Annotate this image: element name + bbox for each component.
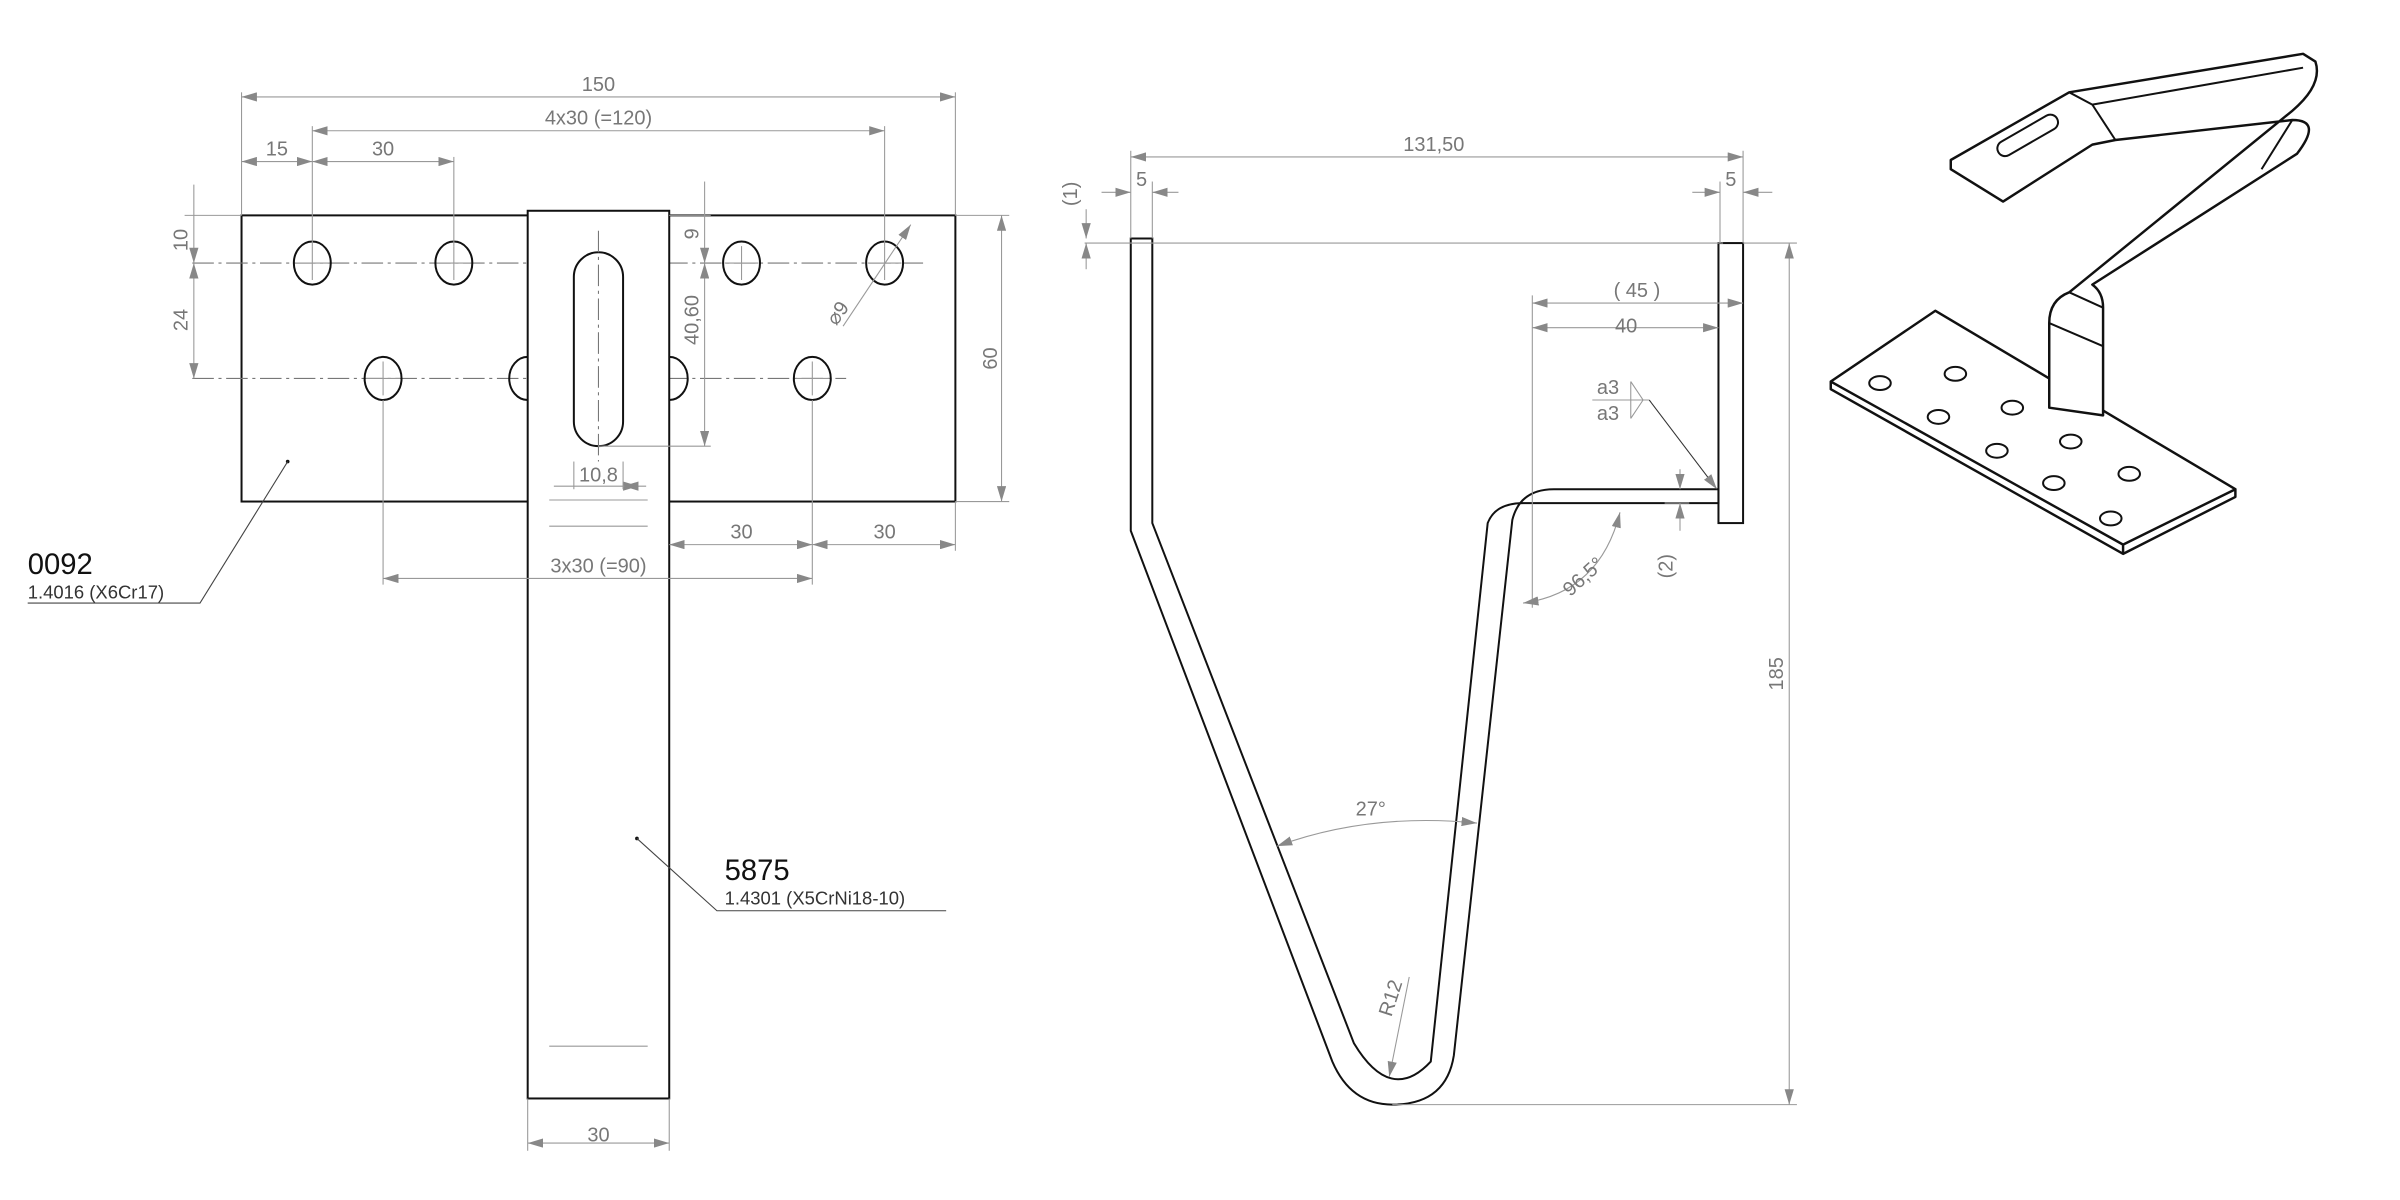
hook-profile	[1129, 237, 1720, 1106]
dim-slot-top: 9	[681, 228, 703, 239]
dim-slot-width: 10,8	[579, 465, 618, 487]
iso-hook	[1949, 52, 2319, 417]
iso-plate-holes	[1868, 365, 2142, 527]
callout-plate: 0092 1.4016 (X6Cr17)	[27, 459, 290, 604]
dim-side-overall-width: 131,50	[1403, 134, 1464, 156]
hook-material: 1.4301 (X5CrNi18-10)	[725, 888, 906, 909]
dim-row-spacing: 24	[171, 309, 193, 331]
weld-symbol-bottom: a3	[1597, 403, 1619, 425]
dim-hole-pitch-top: 4x30 (=120)	[545, 108, 652, 130]
iso-base-plate	[1829, 309, 2237, 556]
dim-height: 60	[980, 347, 1002, 369]
dim-opening-angle: 27°	[1356, 798, 1386, 820]
hook-end-plate	[1717, 242, 1745, 525]
plan-view: 150 4x30 (=120) 15 30 10 24 9 40,60 ⌀9 6…	[27, 74, 1010, 1151]
dim-bend-angle: 96,5°	[1559, 553, 1609, 601]
dim-hole-pitch-bottom: 3x30 (=90)	[550, 555, 646, 577]
dim-ref-length: ( 45 )	[1614, 280, 1661, 302]
iso-slot	[1996, 113, 2060, 158]
dim-overall-width: 150	[582, 74, 615, 96]
weld-symbol-top: a3	[1597, 377, 1619, 399]
dim-length: 40	[1615, 315, 1637, 337]
dim-hole-diameter: ⌀9	[823, 298, 854, 330]
dim-offset-bottom: (2)	[1655, 554, 1677, 578]
dim-edge-offset: 15	[266, 138, 288, 160]
dim-offset-top: (1)	[1060, 182, 1082, 206]
dim-side-height: 185	[1766, 657, 1788, 690]
dim-right-thickness: 5	[1725, 169, 1736, 191]
plate-part-number: 0092	[28, 549, 93, 581]
dim-strap-width: 30	[587, 1125, 609, 1147]
dim-bottom-pitch-1: 30	[730, 521, 752, 543]
dim-top-row-offset: 10	[171, 229, 193, 251]
dim-left-thickness: 5	[1136, 169, 1147, 191]
side-dimension-lines	[1081, 150, 1797, 1106]
plate-material: 1.4016 (X6Cr17)	[28, 581, 164, 602]
hook-part-number: 5875	[725, 855, 790, 887]
callout-hook: 5875 1.4301 (X5CrNi18-10)	[635, 836, 947, 912]
isometric-view	[1829, 52, 2319, 556]
dim-bottom-pitch-2: 30	[873, 521, 895, 543]
side-view: 131,50 5 5 (1) ( 45 ) 40 a3 a3 96,5° (2)…	[1060, 134, 1797, 1106]
dim-slot-length: 40,60	[681, 295, 703, 345]
dim-pitch: 30	[372, 138, 394, 160]
dimension-lines	[184, 92, 1010, 1151]
